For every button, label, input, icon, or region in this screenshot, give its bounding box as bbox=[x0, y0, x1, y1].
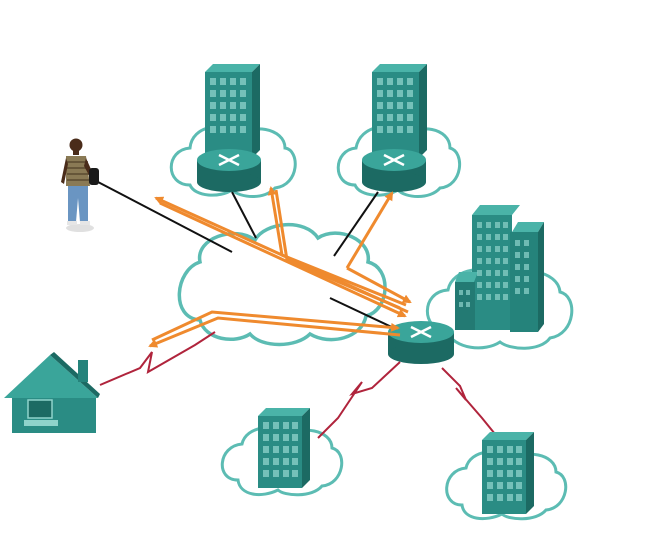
branch-office-2-building-icon bbox=[372, 64, 427, 158]
link-branch1-internet bbox=[231, 191, 257, 239]
branch-office-1-building-icon bbox=[205, 64, 260, 158]
site-3-building-icon bbox=[258, 408, 310, 488]
tunnel-branch2-hq bbox=[345, 191, 394, 269]
link-branch2-internet bbox=[333, 191, 379, 257]
headquarters-router-icon bbox=[388, 321, 454, 364]
headquarters-office-towers-icon bbox=[455, 205, 544, 332]
ethernet-links bbox=[97, 181, 399, 331]
link-user-internet bbox=[97, 181, 233, 253]
serial-links bbox=[99, 331, 496, 439]
mobile-user-person-icon bbox=[61, 138, 99, 232]
tunnel-home-hq-return bbox=[151, 310, 400, 342]
link-hq-site4 bbox=[441, 367, 496, 435]
link-hq-site3 bbox=[317, 361, 401, 439]
tunnel-user-hq-return bbox=[159, 201, 407, 318]
site-4-building-icon bbox=[482, 432, 534, 514]
branch-office-1-router-icon bbox=[197, 149, 261, 192]
tunnel-branch1-hq bbox=[267, 186, 407, 307]
branch-office-2-router-icon bbox=[362, 149, 426, 192]
home-office-house-icon bbox=[4, 352, 100, 433]
tunnel-branch2-hq-return bbox=[346, 266, 412, 304]
vpn-tunnels bbox=[148, 186, 412, 348]
tunnel-home-hq bbox=[148, 316, 401, 348]
link-home-internet bbox=[99, 331, 216, 386]
tunnel-branch1-hq-return bbox=[274, 189, 401, 310]
link-internet-hq bbox=[329, 297, 399, 331]
